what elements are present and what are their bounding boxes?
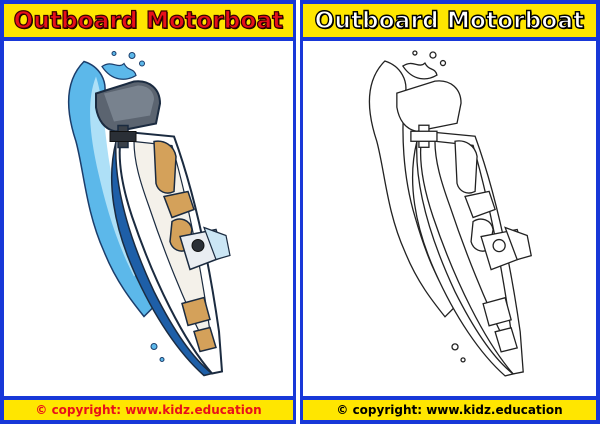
windshield bbox=[202, 226, 231, 261]
motor-bracket bbox=[109, 131, 137, 142]
steering-wheel bbox=[492, 238, 506, 253]
motorboat-illustration bbox=[67, 51, 231, 377]
motorboat-outline-illustration bbox=[368, 50, 532, 377]
title-banner: Outboard Motorboat bbox=[4, 4, 293, 41]
front-seat bbox=[181, 296, 211, 327]
bow-seat bbox=[193, 326, 217, 353]
water-spray bbox=[401, 61, 438, 80]
card-title: Outboard Motorboat bbox=[13, 7, 284, 34]
water-splash-inner bbox=[90, 76, 140, 277]
copyright-text: © copyright: www.kidz.education bbox=[35, 403, 262, 417]
hull-stripe bbox=[111, 141, 214, 377]
card-title: Outboard Motorboat bbox=[314, 7, 585, 34]
hull-stripe bbox=[412, 141, 515, 377]
front-seat bbox=[482, 296, 512, 327]
rear-seat bbox=[153, 140, 177, 194]
copyright-text: © copyright: www.kidz.education bbox=[336, 403, 563, 417]
middle-seat bbox=[162, 190, 195, 219]
water-spray bbox=[101, 62, 137, 80]
rear-seat bbox=[454, 140, 478, 194]
motor-cover bbox=[104, 85, 154, 122]
windshield bbox=[504, 226, 532, 261]
steering-wheel bbox=[191, 239, 205, 252]
colored-flashcard: Outboard Motorboat bbox=[0, 0, 296, 424]
bow-seat bbox=[494, 327, 519, 353]
illustration-area bbox=[4, 41, 293, 396]
title-banner: Outboard Motorboat bbox=[303, 4, 596, 41]
illustration-area bbox=[303, 41, 596, 396]
copyright-banner: © copyright: www.kidz.education bbox=[303, 396, 596, 420]
motor-bracket bbox=[410, 130, 438, 142]
outboard-motor bbox=[396, 80, 462, 132]
outline-flashcard: Outboard Motorboat bbox=[300, 0, 600, 424]
middle-seat bbox=[464, 190, 496, 219]
copyright-banner: © copyright: www.kidz.education bbox=[4, 396, 293, 420]
